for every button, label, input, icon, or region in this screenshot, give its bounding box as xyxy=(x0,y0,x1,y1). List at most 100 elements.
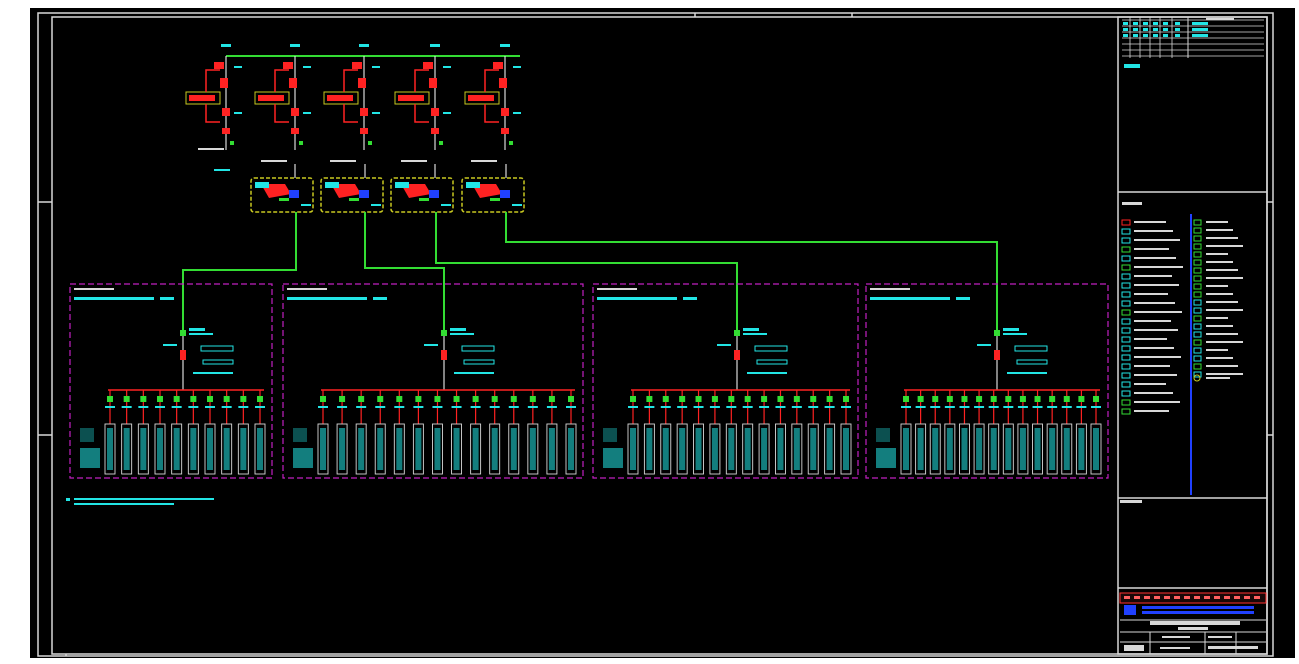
legend-symbol xyxy=(1121,309,1131,316)
circuit-schedule-cell xyxy=(374,423,386,475)
legend-label xyxy=(1206,365,1238,367)
circuit-schedule-cell xyxy=(725,423,737,475)
transformer-label xyxy=(255,182,269,188)
incomer-label xyxy=(189,328,205,331)
circuit-schedule-text xyxy=(123,428,130,470)
incomer-label xyxy=(163,344,177,346)
outgoing-circuit xyxy=(758,390,770,475)
circuit-schedule-text xyxy=(793,428,800,470)
legend-symbol xyxy=(1193,299,1202,306)
mcb xyxy=(679,396,686,402)
generator-feeder-1 xyxy=(185,44,242,171)
rev-cell xyxy=(1123,22,1128,25)
mcb xyxy=(1078,396,1085,402)
mcb xyxy=(961,396,968,402)
feeder-label xyxy=(471,160,497,162)
outgoing-circuit xyxy=(1075,390,1087,475)
circuit-schedule-cell xyxy=(355,423,367,475)
circuit-label xyxy=(959,406,970,408)
legend-label xyxy=(1134,302,1175,304)
panel-rating xyxy=(74,297,154,300)
mcb xyxy=(1019,396,1026,402)
outgoing-circuit xyxy=(660,390,672,475)
circuit-label xyxy=(677,406,688,408)
circuit-schedule-text xyxy=(679,428,686,470)
circuit-schedule-text xyxy=(711,428,718,470)
legend-symbol xyxy=(1193,363,1202,370)
circuit-breaker xyxy=(222,128,230,134)
circuit-schedule-cell xyxy=(1046,423,1058,475)
circuit-schedule-cell xyxy=(470,423,482,475)
mcb xyxy=(339,396,346,402)
circuit-schedule-cell xyxy=(929,423,941,475)
outgoing-circuit xyxy=(137,390,149,475)
mcb xyxy=(472,396,479,402)
protection-relay xyxy=(500,190,510,198)
schedule-row-labels xyxy=(876,448,896,468)
drawing-background xyxy=(30,8,1295,658)
circuit-schedule-cell xyxy=(959,423,970,475)
legend-label xyxy=(1206,341,1243,343)
feeder-cable-1 xyxy=(182,212,297,330)
outgoing-circuit xyxy=(154,390,166,475)
legend-symbol xyxy=(1193,243,1202,250)
logo-glyph xyxy=(1214,596,1220,599)
generator-core xyxy=(258,95,284,101)
circuit-label xyxy=(791,406,802,408)
circuit-schedule-cell xyxy=(432,423,443,475)
annotation xyxy=(443,66,451,68)
circuit-label xyxy=(726,406,737,408)
circuit-label xyxy=(121,406,132,408)
legend-symbol xyxy=(1121,246,1131,253)
general-note xyxy=(66,498,214,505)
mcb xyxy=(917,396,924,402)
legend-symbol xyxy=(1121,318,1131,325)
circuit-label xyxy=(337,406,348,408)
circuit-label xyxy=(451,406,462,408)
legend-symbol xyxy=(1121,228,1131,235)
transformer-enclosure xyxy=(320,177,384,213)
mcb xyxy=(548,396,555,402)
distribution-panels xyxy=(69,283,1109,479)
schedule-row-labels xyxy=(876,428,890,442)
meter-block xyxy=(1016,359,1048,365)
incomer-label xyxy=(450,328,466,331)
mcb xyxy=(123,396,130,402)
outgoing-circuit xyxy=(374,390,386,475)
annotation xyxy=(234,112,242,114)
outgoing-circuit xyxy=(1032,390,1043,475)
outgoing-circuit xyxy=(451,390,462,475)
annotation xyxy=(303,66,311,68)
legend-symbol xyxy=(1193,251,1202,258)
outgoing-circuit xyxy=(317,390,329,475)
mcb xyxy=(240,396,247,402)
generator-feeder-5 xyxy=(464,44,521,162)
outgoing-circuit xyxy=(393,390,405,475)
node xyxy=(439,141,443,145)
annotation xyxy=(303,112,311,114)
mcb xyxy=(711,396,718,402)
circuit-schedule-cell xyxy=(643,423,655,475)
circuit-breaker xyxy=(222,108,230,116)
mcb xyxy=(1063,396,1070,402)
circuit-schedule-text xyxy=(415,428,422,470)
mcb xyxy=(529,396,536,402)
logo-glyph xyxy=(1184,596,1190,599)
feeder-label xyxy=(261,160,287,162)
mcb xyxy=(491,396,498,402)
legend-symbol xyxy=(1193,347,1202,354)
logo-glyph xyxy=(1124,596,1130,599)
outgoing-circuit xyxy=(791,390,803,475)
distribution-panel-4 xyxy=(865,283,1109,479)
legend-symbol xyxy=(1193,371,1202,378)
circuit-schedule-cell xyxy=(742,423,754,475)
company-name-line-1 xyxy=(1142,606,1254,609)
legend-symbol xyxy=(1193,374,1201,382)
legend-symbol xyxy=(1121,372,1131,379)
legend-symbol xyxy=(1121,219,1131,226)
outgoing-circuit xyxy=(546,390,558,475)
incomer-label xyxy=(743,333,767,335)
circuit-schedule-text xyxy=(358,428,365,470)
rev-cell xyxy=(1175,34,1180,37)
meter-label xyxy=(193,372,233,374)
